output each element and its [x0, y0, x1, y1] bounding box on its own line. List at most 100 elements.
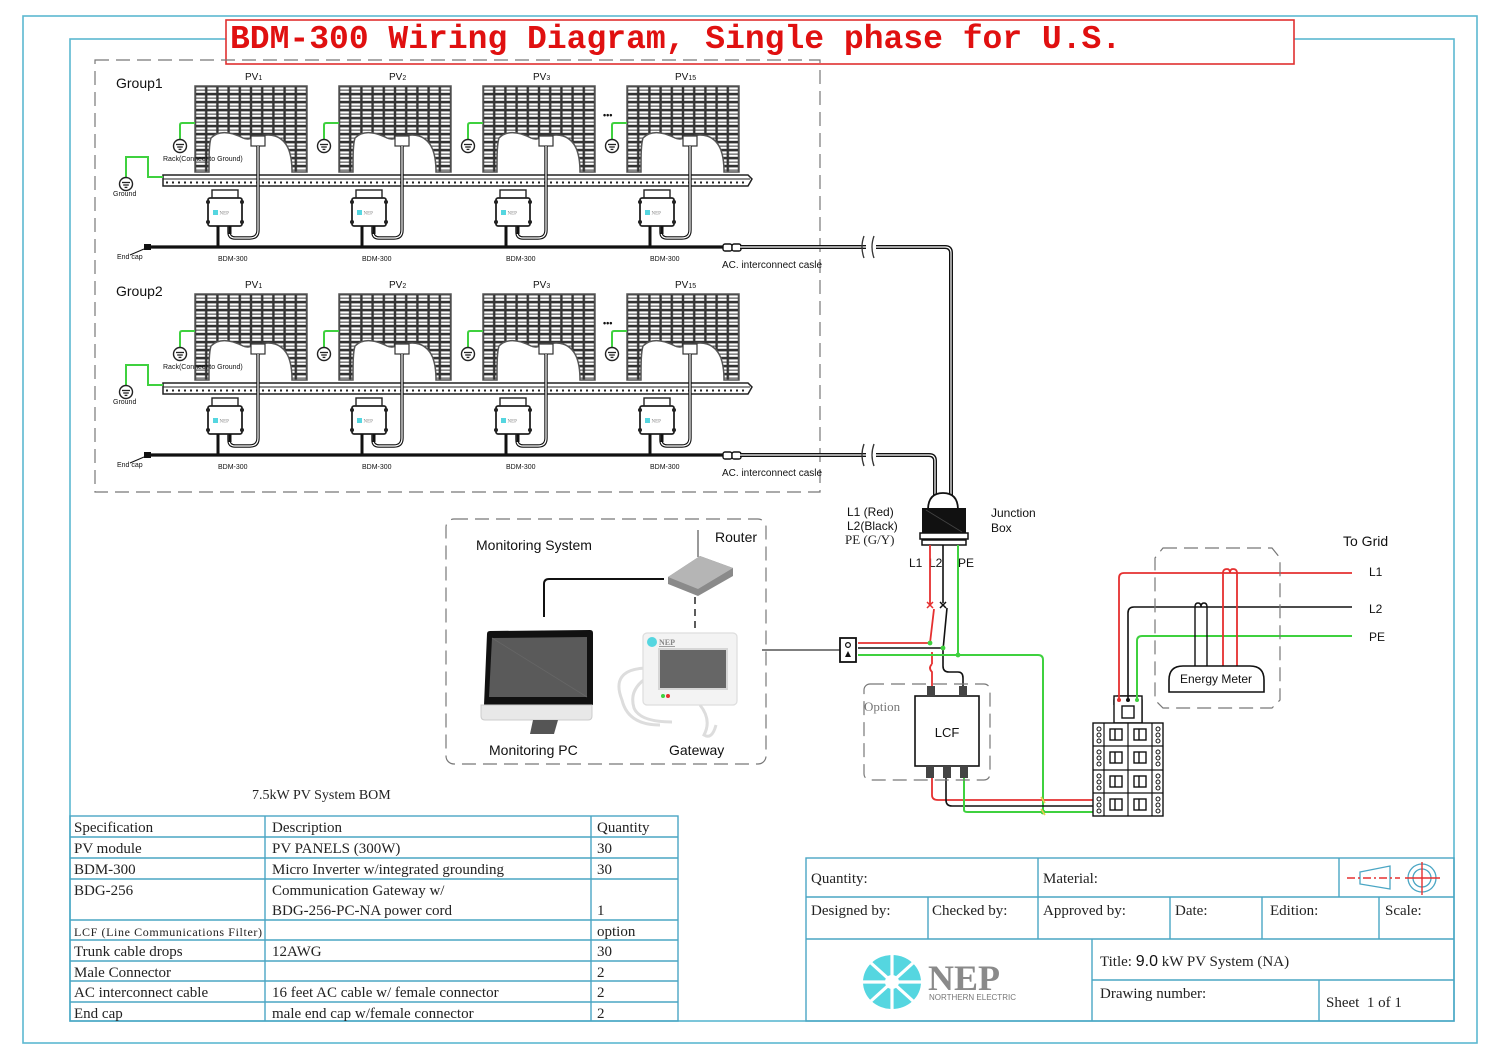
date-label: Date:	[1175, 903, 1207, 919]
bom-qty-cell: 30	[597, 862, 612, 878]
inverter-label: BDM-300	[362, 256, 392, 263]
bom-spec-cell: Trunk cable drops	[74, 944, 183, 960]
bom-row: BDM-300 Micro Inverter w/integrated groun…	[74, 862, 612, 878]
ac-connector	[722, 451, 742, 460]
inverter-label: BDM-300	[650, 256, 680, 263]
drawing-number-label: Drawing number:	[1100, 986, 1206, 1002]
approved-by-label: Approved by:	[1043, 903, 1126, 919]
lcf-option-box	[863, 683, 991, 781]
bom-caption: 7.5kW PV System BOM	[252, 788, 391, 803]
junction-box	[919, 492, 969, 546]
bom-qty-cell: option	[597, 924, 636, 940]
pv-panel-label: PV3	[533, 72, 550, 83]
edition-label: Edition:	[1270, 903, 1318, 919]
breaker-panel	[1092, 695, 1164, 817]
bom-spec-cell: BDM-300	[74, 862, 136, 878]
panel-ground-icon	[460, 330, 483, 362]
sheet-label: Sheet 1 of 1	[1326, 995, 1402, 1011]
break-mark	[861, 443, 875, 467]
panel-ground-icon	[172, 122, 195, 154]
powerline-coupler	[762, 637, 857, 663]
bom-desc-cell: Communication Gateway w/	[272, 883, 445, 899]
monitoring-system-title: Monitoring System	[476, 537, 592, 553]
meter-enclosure	[1154, 547, 1281, 709]
material-field-label: Material:	[1043, 871, 1098, 887]
ground-symbol-icon	[118, 364, 163, 400]
grid-wiring	[1117, 568, 1352, 702]
junction-box-label-1: Junction	[991, 506, 1036, 520]
bom-qty-cell: 30	[597, 841, 612, 857]
bom-header-cell: Specification	[74, 820, 154, 836]
group-label: Group2	[116, 283, 163, 299]
mounting-rail	[162, 174, 753, 187]
projection-symbol-icon	[1347, 862, 1440, 895]
nep-logo: NEP NORTHERN ELECTRIC	[863, 955, 1016, 1009]
diagram-title-box: BDM-300 Wiring Diagram, Single phase for…	[225, 19, 1295, 65]
legend-pe: PE (G/Y)	[845, 532, 894, 547]
pv-groups-area	[94, 59, 821, 493]
ground-symbol-icon	[118, 156, 163, 192]
monitoring-pc-label: Monitoring PC	[489, 742, 578, 758]
diagram-title: BDM-300 Wiring Diagram, Single phase for…	[230, 21, 1121, 58]
nep-logo-subtitle: NORTHERN ELECTRIC	[929, 993, 1016, 1002]
monitoring-system-box	[445, 518, 767, 765]
inverter-label: BDM-300	[506, 256, 536, 263]
bom-desc-cell: PV PANELS (300W)	[272, 841, 400, 857]
gateway-brand: NEP	[659, 638, 675, 647]
panel-ground-icon	[604, 122, 627, 154]
rack-ground-label: Rack(Connect to Ground)	[163, 156, 243, 163]
tap-l2-label: L2	[929, 556, 943, 570]
bom-desc-cell: 16 feet AC cable w/ female connector	[272, 985, 499, 1001]
inverter-label: BDM-300	[362, 464, 392, 471]
energy-meter-label: Energy Meter	[1180, 672, 1252, 686]
title-block: Quantity: Material: Designed by: Checked…	[805, 857, 1455, 1022]
panel-ground-icon	[172, 330, 195, 362]
pv-panel-label: PV2	[389, 280, 406, 291]
panel-ground-icon	[604, 330, 627, 362]
ac-cable-label: AC. interconnect casle	[722, 260, 822, 271]
pv-panel-label: PV1	[245, 72, 262, 83]
gateway-label: Gateway	[669, 742, 724, 758]
pc-router-link	[543, 578, 664, 617]
end-cap	[129, 452, 151, 464]
inverter-label: BDM-300	[506, 464, 536, 471]
router-icon	[668, 530, 733, 596]
panels-ellipsis: •••	[603, 110, 612, 120]
bom-qty-cell: 2	[597, 965, 605, 981]
bom-spec-cell: Male Connector	[74, 965, 171, 981]
pv-panel-label: PV3	[533, 280, 550, 291]
bom-spec-cell: BDG-256	[74, 883, 134, 899]
designed-by-label: Designed by:	[811, 903, 891, 919]
panels-ellipsis: •••	[603, 318, 612, 328]
panel-ground-icon	[460, 122, 483, 154]
inverter-label: BDM-300	[218, 256, 248, 263]
bom-row: Male Connector 2	[74, 965, 605, 981]
ground-label: Ground	[113, 191, 136, 198]
bom-desc-cell: Micro Inverter w/integrated grounding	[272, 862, 505, 878]
lcf-label: LCF	[935, 725, 960, 740]
inverter-label: BDM-300	[218, 464, 248, 471]
lcf-option-label: Option	[864, 699, 901, 714]
bom-qty-cell: 30	[597, 944, 612, 960]
legend-l1: L1 (Red)	[847, 505, 894, 519]
panel-ground-icon	[316, 122, 339, 154]
bom-spec-cell: LCF (Line Communications Filter)	[74, 925, 262, 939]
bom-header-cell: Quantity	[597, 820, 650, 836]
ground-label: Ground	[113, 399, 136, 406]
panel-ground-icon	[316, 330, 339, 362]
bom-spec-cell: PV module	[74, 841, 142, 857]
end-cap-label: End cap	[117, 254, 143, 261]
bom-desc-cell: male end cap w/female connector	[272, 1006, 474, 1022]
